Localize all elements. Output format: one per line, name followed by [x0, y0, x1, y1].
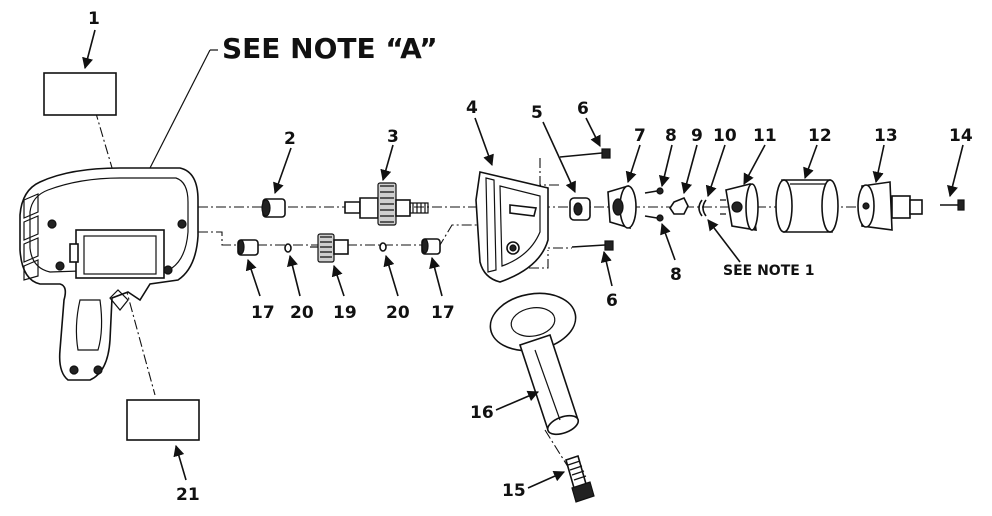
callout-8-lower: 8	[670, 265, 682, 285]
callout-1: 1	[88, 9, 100, 29]
part-11-spindle	[720, 183, 759, 231]
callout-13: 13	[874, 126, 898, 146]
callout-17-left: 17	[251, 303, 275, 323]
callout-10: 10	[713, 126, 737, 146]
callout-17-right: 17	[431, 303, 455, 323]
part-17-bushing-left	[237, 239, 259, 256]
part-6-screw-upper	[559, 148, 611, 159]
callout-14: 14	[949, 126, 973, 146]
callout-21: 21	[176, 485, 200, 505]
label-plate-bottom	[126, 399, 200, 441]
part-5-bearing	[569, 197, 591, 221]
callout-6-lower: 6	[606, 291, 618, 311]
callout-4: 4	[466, 98, 478, 118]
callout-6-upper: 6	[577, 99, 589, 119]
part-13-head	[857, 181, 923, 231]
part-3-gear-shaft	[344, 182, 429, 226]
note-a-label: SEE NOTE “A”	[222, 32, 438, 65]
part-19-gear	[310, 233, 349, 263]
part-7-clutch-nut	[607, 184, 637, 230]
callout-9: 9	[691, 126, 703, 146]
callout-5: 5	[531, 103, 543, 123]
callout-12: 12	[808, 126, 832, 146]
part-16-side-handle	[489, 292, 580, 436]
callout-2: 2	[284, 129, 296, 149]
part-17-bushing-right	[421, 238, 441, 255]
callout-19: 19	[333, 303, 357, 323]
callout-3: 3	[387, 127, 399, 147]
leader-lines	[82, 29, 964, 489]
part-20-washer-left	[284, 243, 292, 253]
part-8-screw-lower	[644, 214, 664, 222]
callout-20-right: 20	[386, 303, 410, 323]
note-1-label: SEE NOTE 1	[723, 263, 814, 279]
callout-8-upper: 8	[665, 126, 677, 146]
callout-7: 7	[634, 126, 646, 146]
callout-16: 16	[470, 403, 494, 423]
callout-20-left: 20	[290, 303, 314, 323]
callout-numbers: 1 2 3 4 5 6 7 8 9 10 11 12 13 14 6 8 17 …	[88, 9, 973, 505]
part-20-washer-right	[379, 242, 387, 252]
label-plate-top	[43, 72, 117, 116]
part-14-screw	[940, 199, 965, 211]
part-4-gear-housing	[475, 171, 549, 283]
part-15-bolt	[565, 454, 595, 503]
callout-11: 11	[753, 126, 777, 146]
part-8-screw-upper	[644, 187, 664, 195]
part-9-nut	[669, 196, 689, 215]
part-6-screw-lower	[571, 240, 614, 251]
part-10-retaining-ring	[698, 199, 707, 217]
tool-body-housing	[19, 49, 218, 381]
part-12-cup	[775, 179, 839, 233]
part-2-bushing	[261, 198, 286, 218]
callout-15: 15	[502, 481, 526, 501]
